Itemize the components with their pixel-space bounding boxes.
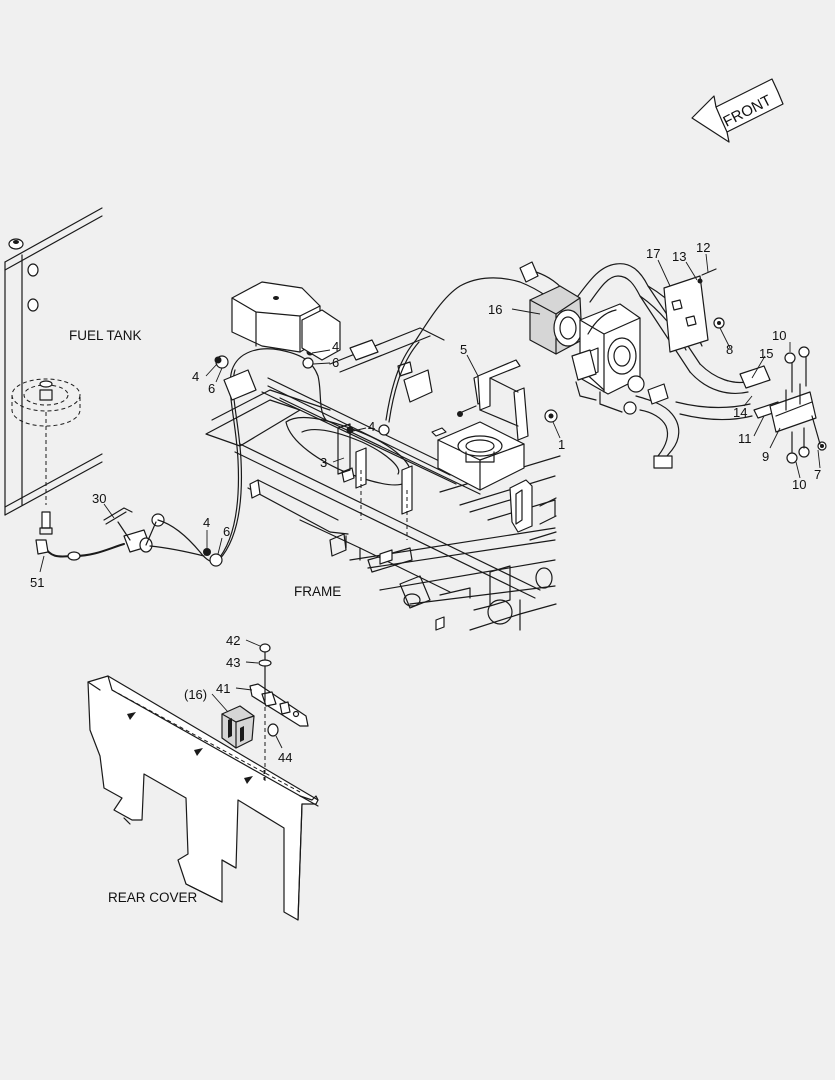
callout-12: 12 [696,240,710,255]
callout-14: 14 [733,405,747,420]
callout-10-top: 10 [772,328,786,343]
callout-6-lower: 6 [223,524,230,539]
leader-lines [39,253,821,749]
callout-4-lower: 4 [203,515,210,530]
callout-4-center: 4 [368,419,375,434]
callout-9: 9 [762,449,769,464]
callout-44: 44 [278,750,292,765]
callout-8: 8 [726,342,733,357]
frame-structure [205,281,561,631]
callout-16: 16 [488,302,502,317]
callout-15: 15 [759,346,773,361]
hoses [577,263,753,469]
callout-5: 5 [460,342,467,357]
callout-41: 41 [216,681,230,696]
heater-harness [378,261,567,436]
callout-43: 43 [226,655,240,670]
callout-30: 30 [92,491,106,506]
rear-cover [87,643,319,921]
fuel-tank [4,207,103,535]
callout-13: 13 [672,249,686,264]
callout-6-left: 6 [208,381,215,396]
fuel-pump-assembly [35,507,217,563]
callout-42: 42 [226,633,240,648]
callout-labels: 12 13 17 16 5 8 10 15 14 11 9 7 10 1 4 6… [30,240,821,765]
callout-51: 51 [30,575,44,590]
callout-16-ref: (16) [184,687,207,702]
caption-frame: FRAME [294,584,341,599]
callout-4-mid: 4 [332,339,339,354]
callout-7: 7 [814,467,821,482]
caption-rear-cover: REAR COVER [108,890,198,905]
callout-3: 3 [320,455,327,470]
callout-6-mid: 6 [332,355,339,370]
callout-17: 17 [646,246,660,261]
valve-manifold [739,346,827,464]
callout-4-left: 4 [192,369,199,384]
front-arrow: FRONT [691,78,784,143]
callout-11: 11 [738,431,752,446]
callout-1: 1 [558,437,565,452]
callout-10-bottom: 10 [792,477,806,492]
caption-fuel-tank: FUEL TANK [69,328,142,343]
heater-unit [529,285,645,415]
